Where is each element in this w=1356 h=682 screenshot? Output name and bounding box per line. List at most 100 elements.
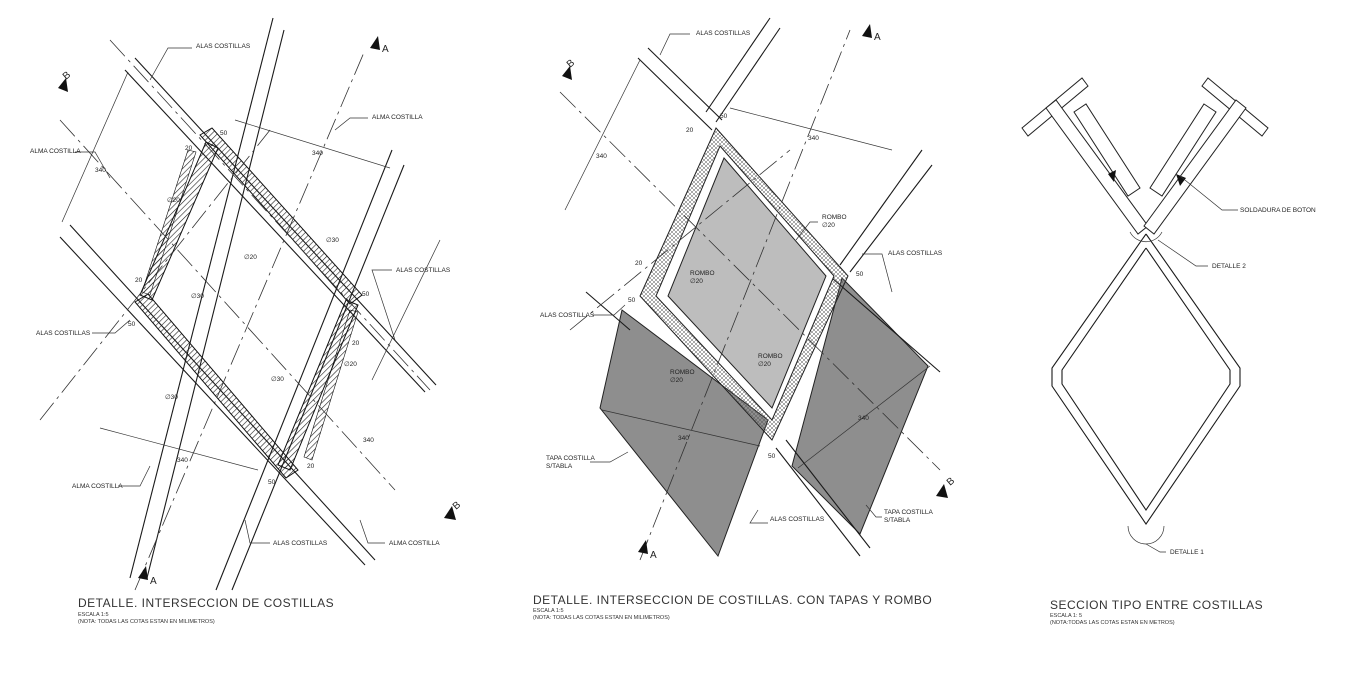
dimension-lines-1: [61, 71, 441, 471]
weld-marker-left: [1108, 170, 1116, 182]
dim2-340-bl: 340: [678, 435, 689, 442]
label2-rombo-3: ROMBO: [758, 353, 783, 360]
dim-phi20-c: ∅20: [344, 361, 357, 368]
dimension-lines-2: [564, 59, 931, 469]
label-alma-bottom-right: ALMA COSTILLA: [389, 540, 440, 547]
label-alma-bottom-left: ALMA COSTILLA: [72, 483, 123, 490]
drawing1-note: (NOTA: TODAS LAS COTAS ESTAN EN MILIMETR…: [78, 619, 215, 625]
flange-hatch-bottom: [134, 293, 299, 479]
dim2-50-top: 50: [720, 113, 728, 120]
dim-phi20-b: ∅20: [244, 254, 257, 261]
dim-50-right: 50: [362, 291, 370, 298]
label2-alas-top: ALAS COSTILLAS: [696, 30, 751, 37]
label2-alas-left: ALAS COSTILLAS: [540, 312, 595, 319]
label2-rombo-4-phi: ∅20: [670, 377, 683, 384]
section-marker-b-left-2: [562, 66, 572, 80]
label2-tapa-left: TAPA COSTILLA: [546, 455, 596, 462]
label2-rombo-3-phi: ∅20: [758, 361, 771, 368]
label-alas-left: ALAS COSTILLAS: [36, 330, 91, 337]
dim-20-bottom: 20: [307, 463, 315, 470]
section-marker-b-left: [58, 78, 68, 92]
dim2-20-left: 20: [635, 260, 643, 267]
dim-340-left: 340: [95, 167, 106, 174]
dim-20-top: 20: [185, 145, 193, 152]
dim2-50-left: 50: [628, 297, 636, 304]
drawing-3: SOLDADURA DE BOTON DETALLE 2 DETALLE 1 S…: [1021, 77, 1316, 626]
drawing3-scale: ESCALA 1: 5: [1050, 613, 1082, 619]
label2-tapa-left-2: S/TABLA: [546, 463, 573, 470]
dim-340-right: 340: [363, 437, 374, 444]
drawing3-title: SECCION TIPO ENTRE COSTILLAS: [1050, 598, 1263, 612]
section-a-bottom: A: [150, 576, 157, 587]
leaders-2: [590, 33, 893, 524]
inner-strip-1: [141, 149, 197, 296]
section-marker-a-bottom-2: [638, 540, 648, 554]
label-alas-bottom: ALAS COSTILLAS: [273, 540, 328, 547]
section-marker-b-right-2: [936, 484, 948, 498]
leader-detalle2: [1157, 239, 1208, 267]
plate-right: [1149, 103, 1217, 197]
web-right: [1143, 99, 1247, 235]
label2-tapa-right: TAPA COSTILLA: [884, 509, 934, 516]
label-alma-left: ALMA COSTILLA: [30, 148, 81, 155]
center-lines-2: [559, 29, 941, 561]
dim-50-top: 50: [220, 130, 228, 137]
label-detalle2: DETALLE 2: [1212, 263, 1246, 270]
label2-rombo-2-phi: ∅20: [690, 278, 703, 285]
section-b-left: B: [61, 69, 73, 82]
section2-a-top: A: [874, 32, 881, 43]
label2-rombo-1: ROMBO: [822, 214, 847, 221]
weld-marker-right: [1176, 174, 1186, 186]
diamond-inner: [1061, 247, 1231, 511]
dim2-340-left: 340: [596, 153, 607, 160]
web-left: [1045, 99, 1149, 235]
drawing2-title: DETALLE. INTERSECCION DE COSTILLAS. CON …: [533, 593, 932, 607]
drawing2-note: (NOTA: TODAS LAS COTAS ESTAN EN MILIMETR…: [533, 615, 670, 621]
drawing1-scale: ESCALA 1:5: [78, 612, 109, 618]
detalle-1-circle: [1127, 525, 1165, 545]
dim-phi30-a: ∅30: [326, 237, 339, 244]
dim-50-left: 50: [128, 321, 136, 328]
leader-soldadura: [1179, 175, 1238, 211]
label-detalle1: DETALLE 1: [1170, 549, 1204, 556]
section-marker-b-right: [444, 506, 456, 520]
dim2-340-top: 340: [808, 135, 819, 142]
label-alas-right: ALAS COSTILLAS: [396, 267, 451, 274]
drawing1-title: DETALLE. INTERSECCION DE COSTILLAS: [78, 596, 334, 610]
section-a-top: A: [382, 44, 389, 55]
drawing2-scale: ESCALA 1:5: [533, 608, 564, 614]
inner-strip-2: [303, 309, 359, 461]
dim-phi30-d: ∅30: [165, 394, 178, 401]
label2-rombo-2: ROMBO: [690, 270, 715, 277]
dim-phi20-a: ∅20: [167, 197, 180, 204]
dim-50-bottom: 50: [268, 479, 276, 486]
drawing-1: ALAS COSTILLAS ALMA COSTILLA ALMA COSTIL…: [30, 17, 463, 625]
section2-b-left: B: [565, 57, 577, 70]
rombo-inner: [667, 157, 827, 409]
dim2-340-br: 340: [858, 415, 869, 422]
label-soldadura: SOLDADURA DE BOTON: [1240, 207, 1316, 214]
leader-detalle1: [1145, 543, 1166, 553]
dim-340-top: 340: [312, 150, 323, 157]
label2-alas-right: ALAS COSTILLAS: [888, 250, 943, 257]
dim-20-left: 20: [135, 277, 143, 284]
dim2-20-top: 20: [686, 127, 694, 134]
label-alma-right: ALMA COSTILLA: [372, 114, 423, 121]
dim-340-bottom: 340: [177, 457, 188, 464]
dim-20-right: 20: [352, 340, 360, 347]
detalle-2-circle: [1129, 231, 1163, 243]
label2-rombo-1-phi: ∅20: [822, 222, 835, 229]
center-lines-1: [39, 39, 431, 591]
section-marker-a-top-2: [862, 24, 872, 38]
plate-left: [1073, 103, 1141, 197]
label2-alas-bottom: ALAS COSTILLAS: [770, 516, 825, 523]
dim-phi30-c: ∅30: [271, 376, 284, 383]
flange-hatch-right: [277, 299, 359, 471]
drawing3-note: (NOTA:TODAS LAS COTAS ESTAN EN METROS): [1050, 620, 1175, 626]
section-marker-a-top: [370, 36, 380, 50]
label2-rombo-4: ROMBO: [670, 369, 695, 376]
section2-a-bottom: A: [650, 550, 657, 561]
leaders-1: [75, 47, 396, 544]
section2-b-right: B: [945, 475, 957, 488]
